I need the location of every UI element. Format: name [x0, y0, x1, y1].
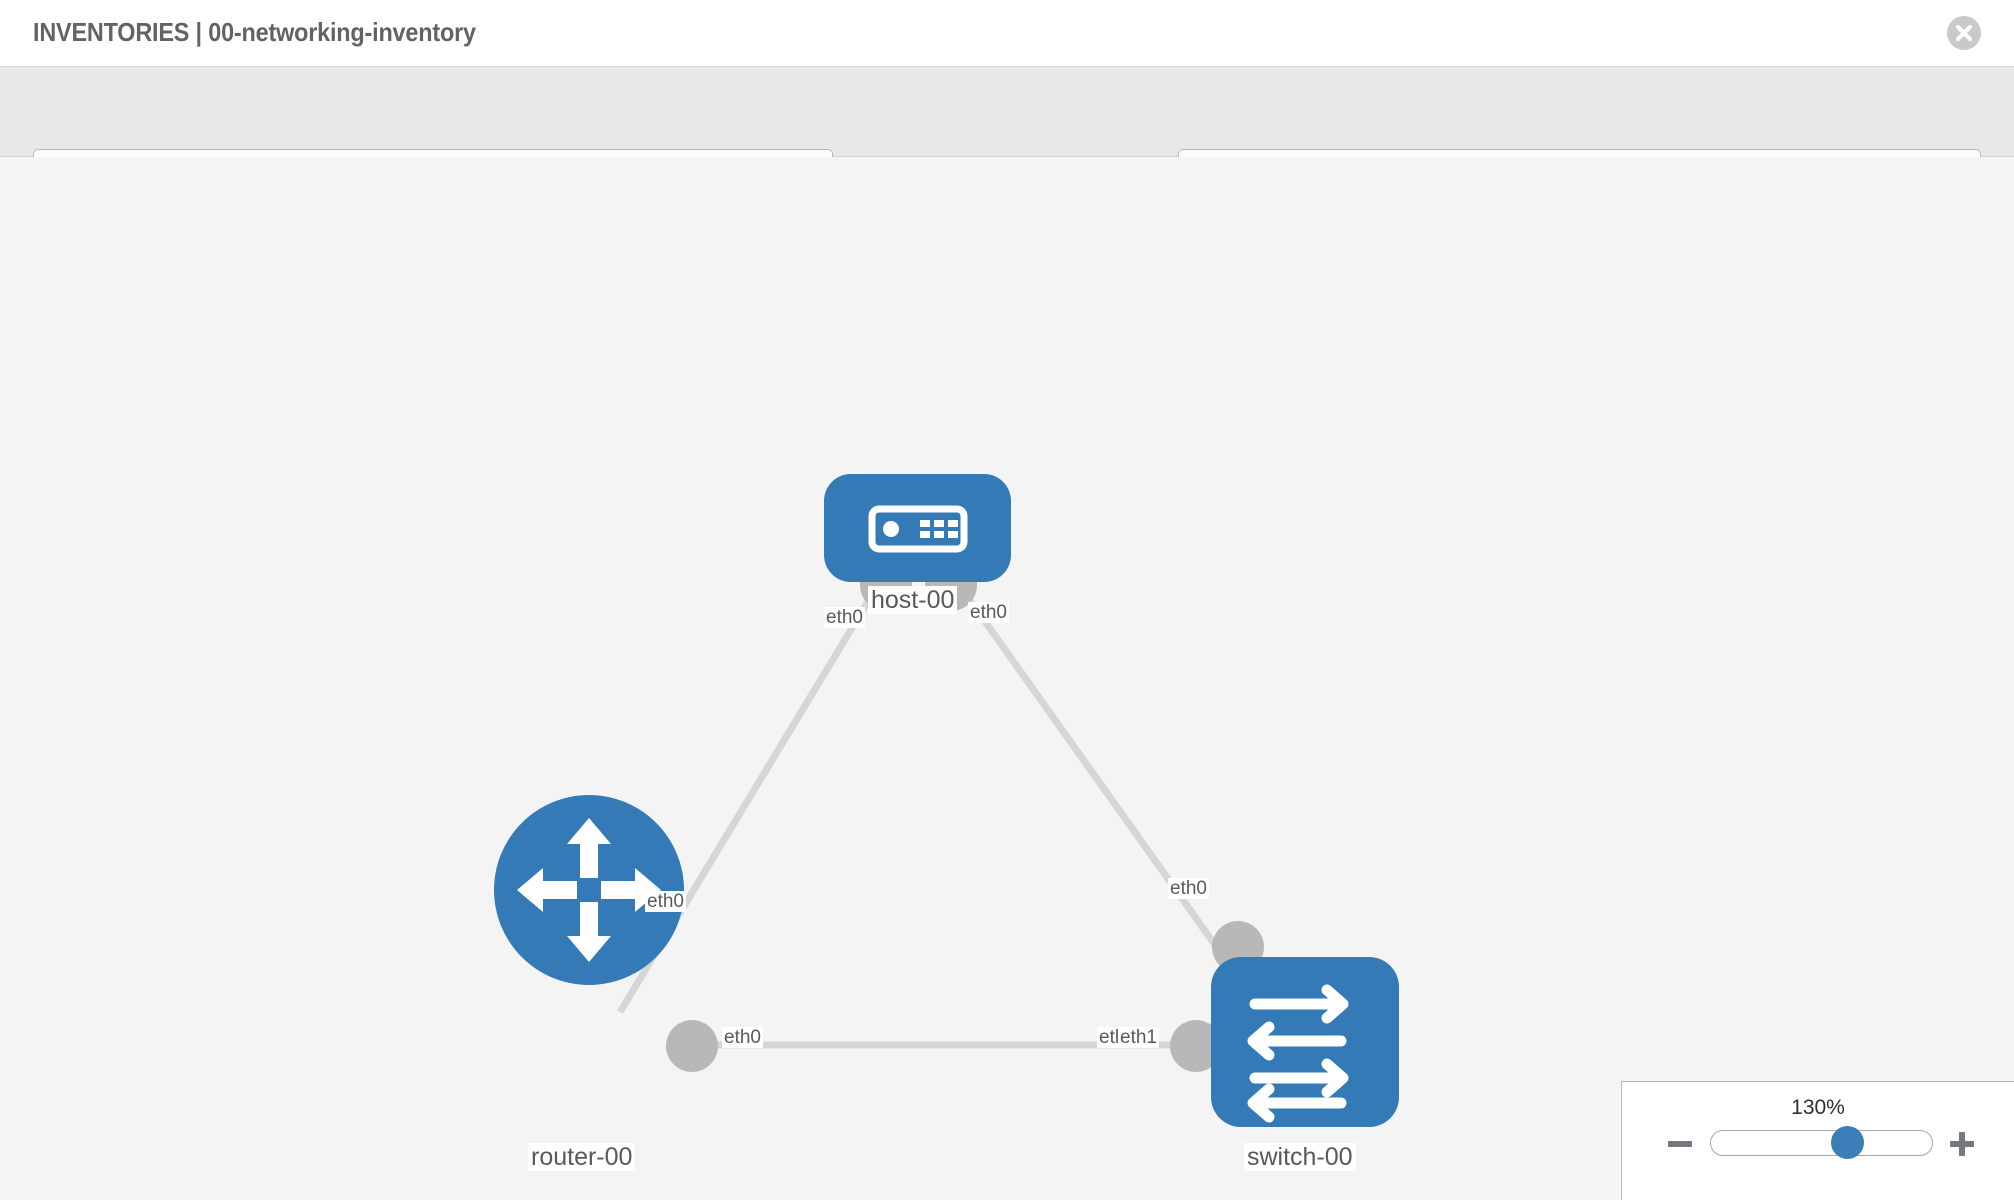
zoom-in-button[interactable]	[1947, 1129, 1977, 1159]
toolbar: ACTIONS SEARCH	[0, 67, 2014, 199]
node-switch-00[interactable]	[1211, 957, 1399, 1127]
server-appliance-icon	[868, 505, 968, 553]
node-label-host-00: host-00	[868, 586, 958, 614]
edge-host00-switch00[interactable]	[949, 572, 1255, 1000]
zoom-slider-thumb[interactable]	[1831, 1126, 1865, 1159]
topology-canvas[interactable]: eth0 eth0 eth0 eth0 eth0 eth eth1 host-0…	[0, 157, 2014, 1200]
iface-label-host00-eth0-left: eth0	[824, 607, 865, 629]
iface-label-switch00-eth1: eth1	[1118, 1027, 1159, 1049]
zoom-out-button[interactable]	[1665, 1129, 1695, 1159]
iface-label-switch00-eth0-uplink: eth0	[1168, 878, 1209, 900]
topology-graph	[494, 474, 1399, 1127]
router-00-shape[interactable]	[494, 795, 684, 985]
zoom-slider-track[interactable]	[1710, 1126, 1933, 1159]
node-label-router-00: router-00	[528, 1143, 636, 1171]
zoom-level-value: 130%	[1791, 1096, 1845, 1119]
switch-arrows-icon	[1247, 984, 1349, 1123]
iface-label-router00-eth0-uplink: eth0	[645, 891, 686, 913]
node-label-switch-00: switch-00	[1244, 1143, 1356, 1171]
iface-label-host00-eth0-right: eth0	[968, 602, 1009, 624]
iface-label-router00-eth0: eth0	[722, 1027, 763, 1049]
host-00-shape[interactable]	[824, 474, 1011, 582]
interface-ports	[666, 559, 1264, 1072]
page-title: INVENTORIES | 00-networking-inventory	[33, 17, 476, 47]
port-router00-eth0[interactable]	[666, 1020, 718, 1072]
close-icon[interactable]	[1946, 15, 1982, 51]
node-host-00[interactable]	[824, 474, 1011, 582]
node-router-00[interactable]	[494, 795, 684, 985]
page-header: INVENTORIES | 00-networking-inventory	[0, 0, 2014, 67]
topology-edges	[617, 572, 1255, 1049]
zoom-control-panel: 130%	[1621, 1081, 2014, 1200]
port-switch00-eth1[interactable]	[1170, 1020, 1222, 1072]
